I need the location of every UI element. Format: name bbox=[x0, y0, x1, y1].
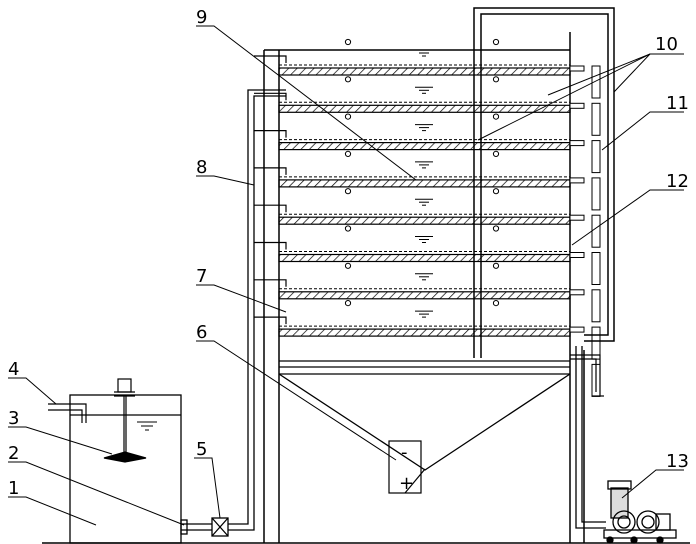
inlet-branch bbox=[254, 92, 287, 101]
label-8: 8 bbox=[196, 157, 207, 178]
outlet-connector bbox=[569, 326, 585, 333]
tray bbox=[278, 76, 571, 113]
label-2: 2 bbox=[8, 443, 19, 464]
outlet-connector bbox=[569, 177, 585, 184]
outlet-connector bbox=[569, 102, 585, 109]
inlet-branch bbox=[254, 241, 287, 250]
label-12: 12 bbox=[666, 171, 689, 192]
aerator-dot bbox=[344, 262, 352, 269]
side-tube bbox=[591, 289, 601, 323]
label-3: 3 bbox=[8, 408, 19, 429]
leader-lines bbox=[8, 25, 684, 526]
tray bbox=[278, 150, 571, 188]
inlet-branch bbox=[254, 130, 287, 138]
aerator-dot bbox=[344, 76, 352, 83]
aerator-dot bbox=[492, 38, 500, 46]
outlet-connector bbox=[569, 140, 585, 147]
inlet-branch bbox=[254, 316, 287, 325]
aerator-dot bbox=[492, 262, 500, 269]
label-7: 7 bbox=[196, 266, 207, 287]
overflow-outlet bbox=[570, 354, 604, 397]
tray bbox=[278, 113, 571, 151]
tray bbox=[278, 300, 571, 337]
aerator-dot bbox=[344, 225, 352, 232]
media-plate bbox=[278, 216, 571, 225]
aerator-dot bbox=[492, 188, 500, 195]
media-plate bbox=[278, 328, 571, 337]
side-tube bbox=[591, 102, 601, 136]
side-tube bbox=[591, 363, 601, 397]
stirrer bbox=[103, 378, 147, 463]
inlet-branch bbox=[254, 279, 287, 287]
aerator-dot bbox=[344, 150, 352, 157]
aerator-dot bbox=[344, 188, 352, 195]
side-tube bbox=[591, 140, 601, 174]
media-plate bbox=[278, 67, 571, 76]
label-10: 10 bbox=[655, 34, 678, 55]
electrode-negative: - bbox=[401, 442, 408, 463]
inlet-branch bbox=[254, 204, 287, 213]
media-plate bbox=[278, 253, 571, 263]
outlet-connector bbox=[569, 252, 585, 258]
label-5: 5 bbox=[196, 439, 207, 460]
side-tube bbox=[591, 177, 601, 211]
side-tube bbox=[591, 326, 601, 360]
tray bbox=[278, 38, 571, 76]
media-plate bbox=[278, 291, 571, 300]
media-plate bbox=[278, 179, 571, 188]
label-1: 1 bbox=[8, 478, 19, 499]
left-manifold bbox=[254, 55, 287, 325]
outlet-connector bbox=[569, 214, 585, 221]
aerator-dot bbox=[492, 113, 500, 120]
label-13: 13 bbox=[666, 451, 689, 472]
flowmeter bbox=[211, 517, 229, 537]
aerator-dot bbox=[492, 225, 500, 232]
electrode-positive: + bbox=[399, 473, 414, 494]
tray-stack bbox=[278, 38, 571, 362]
side-tube bbox=[591, 65, 601, 99]
label-9: 9 bbox=[196, 7, 207, 28]
aerator-dot bbox=[492, 150, 500, 157]
aerator-dot bbox=[344, 300, 352, 307]
label-6: 6 bbox=[196, 322, 207, 343]
right-side-tubes bbox=[569, 65, 601, 397]
outlet-connector bbox=[569, 289, 585, 296]
electrode-box bbox=[388, 440, 426, 494]
pump bbox=[575, 346, 677, 544]
aerator-dot bbox=[492, 76, 500, 83]
side-tube bbox=[591, 214, 601, 248]
tray bbox=[278, 225, 571, 263]
aerator-dot bbox=[344, 113, 352, 120]
inlet-branch bbox=[254, 55, 287, 63]
inlet-pipe bbox=[48, 403, 87, 423]
aerator-dot bbox=[492, 300, 500, 307]
inlet-branch bbox=[254, 167, 287, 175]
outlet-connector bbox=[569, 65, 585, 72]
tray bbox=[278, 262, 571, 300]
media-plate bbox=[278, 142, 571, 151]
cone-bottom bbox=[278, 366, 571, 471]
label-11: 11 bbox=[666, 93, 689, 114]
water-level-symbol bbox=[137, 421, 157, 431]
label-4: 4 bbox=[8, 359, 19, 380]
aerator-dot bbox=[344, 38, 352, 46]
side-tube bbox=[591, 252, 601, 285]
tray bbox=[278, 188, 571, 225]
feed-pipe bbox=[180, 89, 286, 535]
